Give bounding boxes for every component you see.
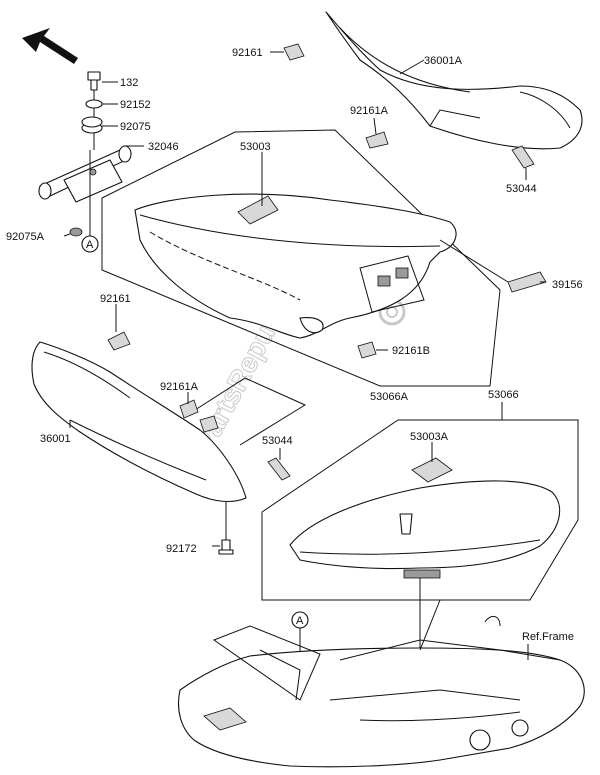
label-53066A: 53066A (370, 391, 409, 403)
grommet-92075 (81, 116, 103, 134)
label-92075: 92075 (120, 121, 151, 133)
direction-arrow-icon (22, 28, 78, 64)
label-92161B: 92161B (392, 345, 430, 357)
label-53066: 53066 (488, 389, 519, 401)
label-53003: 53003 (240, 141, 271, 153)
frame (177, 599, 585, 768)
callout-a-bottom: A (291, 611, 309, 664)
washer-92152 (85, 99, 103, 109)
svg-text:A: A (86, 239, 94, 251)
label-92161A-top: 92161A (350, 105, 389, 117)
bracket-32046 (38, 78, 132, 240)
label-53003A: 53003A (410, 431, 449, 443)
front-seat (134, 193, 457, 339)
clip-92161A-top (365, 131, 389, 149)
label-92161-left: 92161 (100, 293, 131, 305)
label-36001: 36001 (40, 433, 71, 445)
label-53044-left: 53044 (262, 435, 293, 447)
label-39156: 39156 (552, 279, 583, 291)
label-92152: 92152 (120, 99, 151, 111)
screw-92172 (218, 502, 234, 555)
callout-a-top: A (81, 222, 99, 253)
leader-lines (63, 51, 546, 660)
seat-group-box (101, 129, 501, 387)
clip-92161-top (283, 43, 305, 61)
cushion-53044-left (267, 457, 291, 481)
svg-text:A: A (296, 615, 304, 627)
left-cover-box (194, 377, 307, 446)
label-ref-frame: Ref.Frame (522, 631, 574, 643)
labels: 132 92152 92075 32046 92075A 92161 36001… (6, 47, 583, 643)
label-53044-top: 53044 (506, 183, 537, 195)
rear-cover-36001A (325, 11, 583, 150)
label-36001A: 36001A (424, 55, 463, 67)
label-132: 132 (120, 77, 138, 89)
rear-seat (289, 457, 561, 579)
label-92075A: 92075A (6, 231, 45, 243)
label-92172: 92172 (166, 543, 197, 555)
bolt-132 (87, 71, 101, 91)
side-cover-36001 (31, 331, 247, 503)
label-92161-top: 92161 (232, 47, 263, 59)
clip-92161B (357, 341, 377, 359)
grommet-92075A (69, 227, 83, 237)
label-32046: 32046 (148, 141, 179, 153)
rear-seat-group-box (261, 419, 579, 601)
cushion-53044-top (511, 145, 535, 169)
label-92161A-left: 92161A (160, 381, 199, 393)
